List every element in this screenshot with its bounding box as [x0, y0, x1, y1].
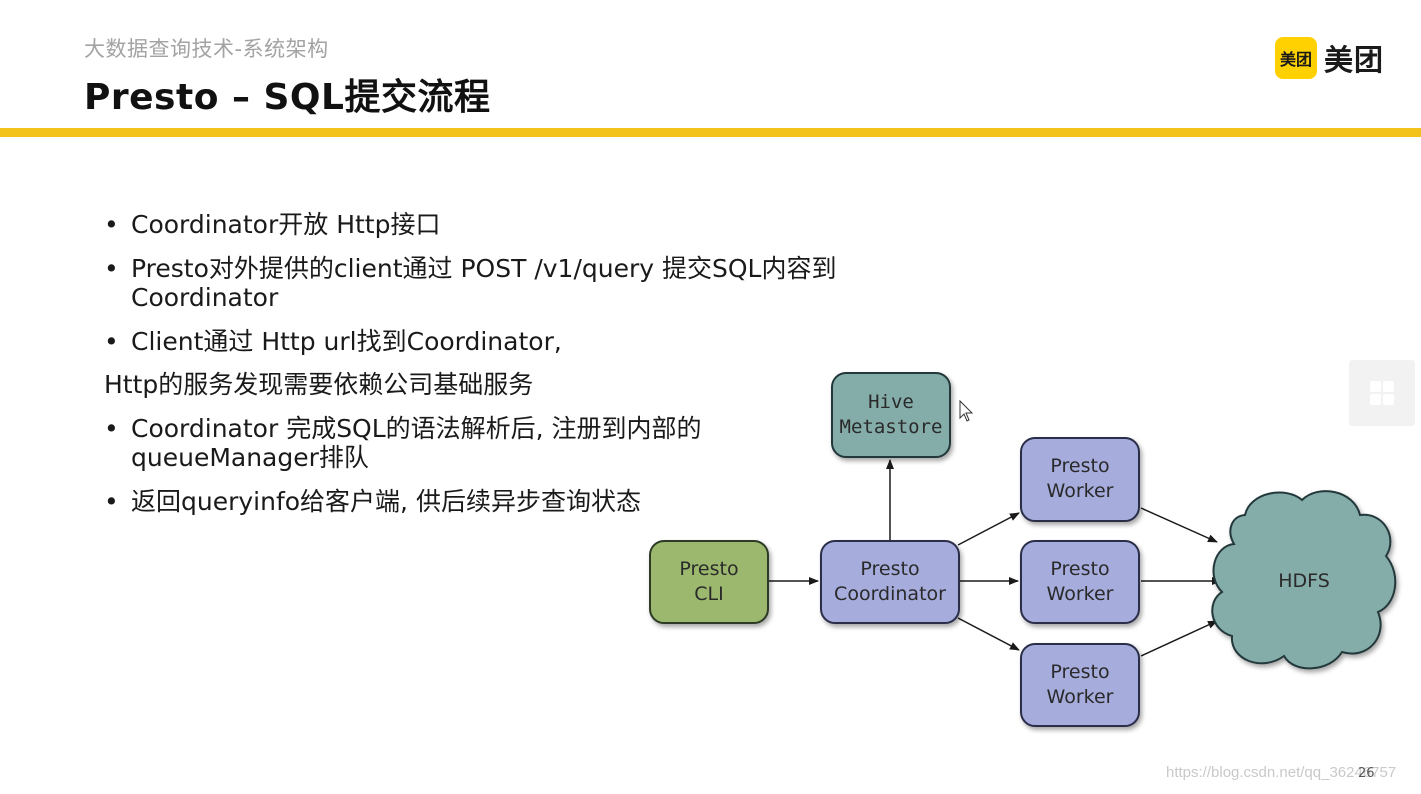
node-presto-cli: Presto CLI	[649, 540, 769, 624]
node-label: Hive	[868, 391, 914, 413]
bullet-item-2: • Presto对外提供的client通过 POST /v1/query 提交S…	[104, 254, 924, 312]
watermark-url: https://blog.csdn.net/qq_36246757	[1166, 764, 1397, 781]
node-presto-worker-2: Presto Worker	[1020, 540, 1140, 624]
bullet-text: Presto对外提供的client通过 POST /v1/query 提交SQL…	[131, 254, 837, 283]
bullet-item-1: • Coordinator开放 Http接口	[104, 210, 924, 239]
node-presto-coordinator: Presto Coordinator	[820, 540, 960, 624]
page-number: 26	[1358, 766, 1375, 781]
arrow-coordinator-to-worker1	[957, 512, 1020, 546]
node-label: Worker	[1047, 686, 1114, 708]
node-presto-worker-1: Presto Worker	[1020, 437, 1140, 522]
bullet-marker: •	[104, 487, 119, 516]
grid-cell	[1370, 381, 1381, 392]
node-label: Worker	[1047, 583, 1114, 605]
node-label: Presto	[1050, 558, 1109, 580]
arrow-worker1-to-hdfs	[1140, 507, 1218, 543]
bullet-text: 返回queryinfo给客户端, 供后续异步查询状态	[131, 487, 641, 516]
bullet-marker: •	[104, 414, 119, 443]
header-accent-bar	[0, 128, 1421, 137]
slide-title: Presto – SQL提交流程	[84, 77, 491, 118]
logo-badge: 美团	[1275, 37, 1317, 79]
node-label: Coordinator	[834, 583, 946, 605]
bullet-item-3-continuation: Http的服务发现需要依赖公司基础服务	[104, 370, 534, 399]
grid-cell	[1383, 394, 1394, 405]
bullet-item-5: • 返回queryinfo给客户端, 供后续异步查询状态	[104, 487, 924, 516]
node-hive-metastore: Hive Metastore	[831, 372, 951, 458]
bullet-item-4: • Coordinator 完成SQL的语法解析后, 注册到内部的 queueM…	[104, 414, 924, 472]
node-label: HDFS	[1278, 570, 1330, 592]
bullet-text: Client通过 Http url找到Coordinator,	[131, 327, 562, 356]
node-label: Presto	[679, 558, 738, 580]
mouse-cursor-icon	[959, 399, 974, 422]
grid-layout-icon[interactable]	[1349, 360, 1415, 426]
node-label: Worker	[1047, 480, 1114, 502]
bullet-text: Coordinator开放 Http接口	[131, 210, 441, 239]
logo-text: 美团	[1324, 43, 1385, 77]
arrow-worker3-to-hdfs	[1140, 620, 1218, 657]
node-presto-worker-3: Presto Worker	[1020, 643, 1140, 727]
bullet-list: • Coordinator开放 Http接口 • Presto对外提供的clie…	[104, 210, 924, 531]
bullet-marker: •	[104, 254, 119, 283]
bullet-text: Coordinator 完成SQL的语法解析后, 注册到内部的	[131, 414, 702, 443]
bullet-marker: •	[104, 327, 119, 356]
node-label: Presto	[1050, 661, 1109, 683]
bullet-text-cont: queueManager排队	[131, 443, 369, 472]
node-label: CLI	[694, 583, 723, 605]
bullet-item-3: • Client通过 Http url找到Coordinator,	[104, 327, 924, 356]
node-hdfs-cloud: HDFS	[1211, 490, 1397, 670]
arrow-coordinator-to-worker3	[957, 617, 1020, 651]
node-label: Presto	[860, 558, 919, 580]
slide-subtitle: 大数据查询技术-系统架构	[84, 37, 329, 61]
bullet-marker: •	[104, 210, 119, 239]
bullet-text-cont: Coordinator	[131, 283, 279, 312]
grid-cell	[1370, 394, 1381, 405]
node-label: Metastore	[840, 416, 943, 438]
node-label: Presto	[1050, 455, 1109, 477]
grid-cell	[1383, 381, 1394, 392]
meituan-logo: 美团 美团	[1275, 37, 1384, 79]
